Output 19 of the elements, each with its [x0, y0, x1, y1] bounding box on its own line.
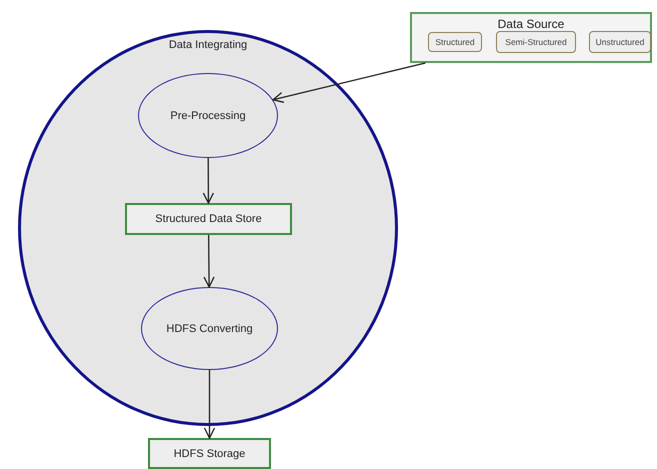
node-label: HDFS Converting — [166, 322, 253, 334]
arrow — [202, 158, 214, 204]
process-box — [125, 203, 292, 235]
source-panel — [410, 12, 652, 63]
arrow — [272, 62, 426, 103]
node-label: HDFS Storage — [174, 448, 246, 460]
group-title: Data Source — [498, 17, 564, 31]
storage-box — [148, 438, 271, 469]
node-label: Unstructured — [596, 37, 644, 47]
arrow — [203, 235, 215, 288]
node-label: Semi-Structured — [505, 37, 567, 47]
node-label: Structured — [435, 37, 475, 47]
source-type-tag — [428, 32, 482, 52]
source-type-tag — [496, 31, 576, 53]
node-label: Pre-Processing — [170, 110, 246, 122]
arrow — [204, 370, 216, 439]
source-type-tag — [589, 31, 651, 53]
group-title: Data Integrating — [168, 39, 248, 51]
node-label: Structured Data Store — [155, 213, 262, 225]
